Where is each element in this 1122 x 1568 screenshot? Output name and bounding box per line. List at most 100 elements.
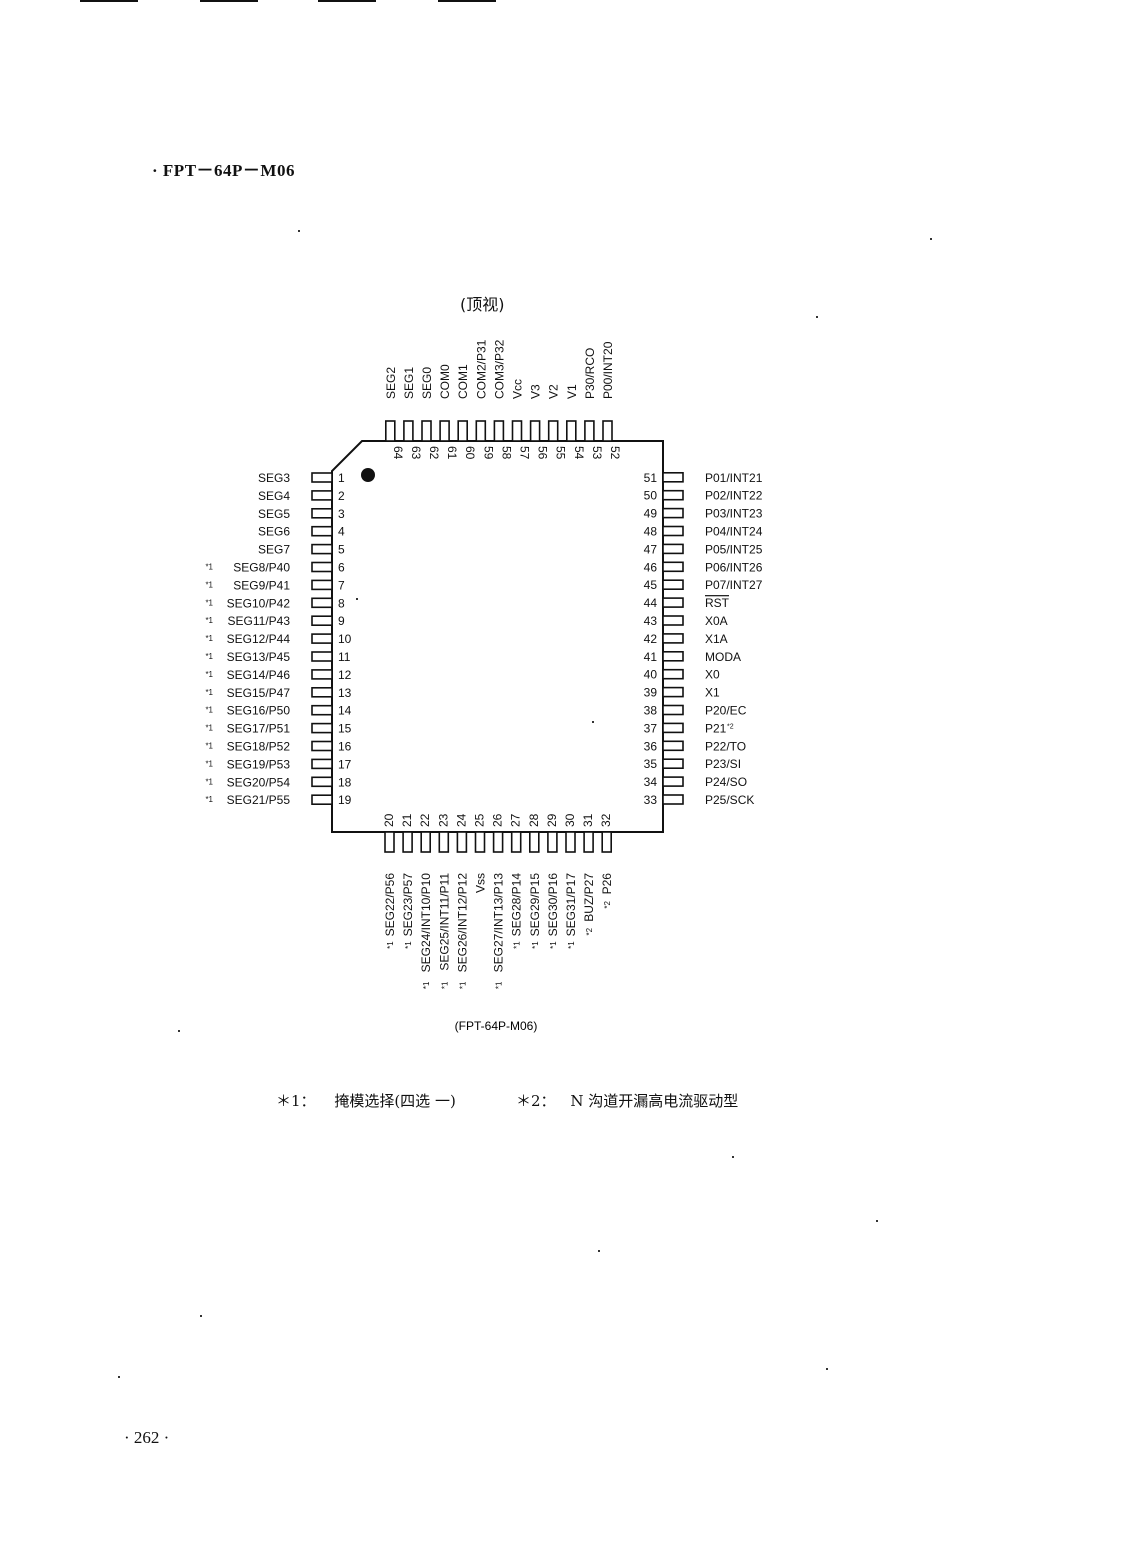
pin-footnote-mark: *1 xyxy=(422,981,431,989)
pin-number: 42 xyxy=(644,632,658,646)
pin-number: 21 xyxy=(400,813,414,827)
pin-footnote-mark: *1 xyxy=(513,941,522,949)
pin-label: P25/SCK xyxy=(705,793,754,807)
pin-label: COM3/P32 xyxy=(492,339,506,399)
footnotes: ＊1： 掩模选择(四选 一) ＊2： N 沟道开漏高电流驱动型 xyxy=(276,1090,738,1111)
pin-label: SEG12/P44 xyxy=(227,632,291,646)
chip-body xyxy=(331,440,664,833)
pin-label: V2 xyxy=(547,384,561,399)
pin-number: 45 xyxy=(644,578,658,592)
pin-lead xyxy=(311,669,333,680)
pin-footnote-mark: *1 xyxy=(205,688,213,697)
pin-lead xyxy=(456,831,468,853)
pin-lead xyxy=(311,794,333,806)
pin-lead xyxy=(403,420,414,442)
pin-number: 11 xyxy=(338,650,351,664)
pin-lead xyxy=(457,420,469,442)
pin-number: 25 xyxy=(473,813,487,827)
pin-label: SEG13/P45 xyxy=(227,650,291,664)
pin-label: Vcc xyxy=(511,379,525,399)
pin-number: 13 xyxy=(338,686,352,700)
pin-number: 55 xyxy=(554,446,568,460)
pin-footnote-mark: *1 xyxy=(205,724,213,733)
pin-number: 48 xyxy=(644,525,658,539)
pin-lead xyxy=(547,831,558,853)
pin-label: SEG16/P50 xyxy=(227,704,291,718)
pin-footnote-mark: *1 xyxy=(205,742,213,751)
pin-lead xyxy=(311,507,333,519)
pin-label: SEG28/P14 xyxy=(510,873,524,937)
scan-speck xyxy=(598,1250,600,1252)
pin-label: MODA xyxy=(705,650,741,664)
pin-label: SEG30/P16 xyxy=(546,873,560,937)
footnote-1-mark: ＊1： xyxy=(276,1092,316,1110)
pin-label: P07/INT27 xyxy=(705,578,763,592)
pin-label: X1A xyxy=(705,632,728,646)
pin-label: P24/SO xyxy=(705,775,747,789)
pin-footnote-mark: *1 xyxy=(205,706,213,715)
chip-outline xyxy=(331,440,664,833)
pin-label: P06/INT26 xyxy=(705,560,763,574)
pin-label: P22/TO xyxy=(705,739,746,753)
pin-label: SEG26/INT12/P12 xyxy=(455,873,469,973)
pin-lead xyxy=(662,543,684,555)
pin-label: SEG24/INT10/P10 xyxy=(419,873,433,973)
pin-footnote-mark: *1 xyxy=(205,563,213,572)
pin-footnote-mark: *1 xyxy=(549,941,558,949)
scan-speck xyxy=(816,316,818,318)
pin-label: COM0 xyxy=(438,364,452,399)
pin-number: 34 xyxy=(644,775,658,789)
pin-number: 24 xyxy=(454,813,468,827)
pin-lead xyxy=(311,722,333,734)
top-rule xyxy=(438,0,496,2)
top-rule xyxy=(80,0,138,2)
pin-footnote-mark: *1 xyxy=(567,941,576,949)
pin-lead xyxy=(662,507,684,519)
pin-lead xyxy=(311,561,333,573)
pin-lead xyxy=(311,633,333,644)
pin-lead xyxy=(662,597,684,608)
pin-number: 61 xyxy=(445,446,459,460)
pin-lead xyxy=(311,758,333,770)
pin-footnote-mark: *1 xyxy=(386,941,395,949)
pin-label: COM2/P31 xyxy=(474,339,488,399)
pin-lead xyxy=(493,420,505,442)
pin-number: 46 xyxy=(644,560,658,574)
pin-footnote-mark: *1 xyxy=(205,795,213,804)
pin-number: 22 xyxy=(418,813,432,827)
pin-label: P30/RCO xyxy=(583,348,597,399)
pin-footnote-mark: *1 xyxy=(404,941,413,949)
pin-lead xyxy=(402,831,413,853)
pin-number: 17 xyxy=(338,757,352,771)
pin-label: P04/INT24 xyxy=(705,525,763,539)
pin-label: SEG22/P56 xyxy=(383,873,397,937)
pin-lead xyxy=(311,686,333,698)
pin-label: P21 xyxy=(705,721,727,735)
pin-lead xyxy=(511,420,523,442)
pin-lead xyxy=(510,831,522,853)
pin-footnote-mark: *2 xyxy=(727,723,734,730)
pin-number: 32 xyxy=(599,813,613,827)
pin-lead xyxy=(662,722,684,734)
pin-lead xyxy=(662,615,684,626)
pin-number: 1 xyxy=(338,471,345,485)
pin-number: 59 xyxy=(481,446,495,460)
page-number: · 262 · xyxy=(124,1428,170,1447)
pin-lead xyxy=(311,490,333,501)
pin-footnote-mark: *1 xyxy=(205,652,213,661)
pin-number: 37 xyxy=(644,721,658,735)
pin-lead xyxy=(311,651,333,662)
pin-label: SEG21/P55 xyxy=(227,793,291,807)
pin-number: 2 xyxy=(338,489,345,503)
pin-lead xyxy=(662,668,684,680)
pin-lead xyxy=(492,831,504,853)
package-caption: (FPT-64P-M06) xyxy=(455,1019,538,1033)
pin-number: 64 xyxy=(391,446,405,460)
pin-label: SEG9/P41 xyxy=(233,578,290,592)
pin-lead xyxy=(662,758,684,770)
pin-number: 44 xyxy=(644,596,658,610)
pin-lead xyxy=(662,579,684,591)
pin-number: 36 xyxy=(644,739,658,753)
pin-lead xyxy=(384,420,396,442)
pin-footnote-mark: *1 xyxy=(205,670,213,679)
